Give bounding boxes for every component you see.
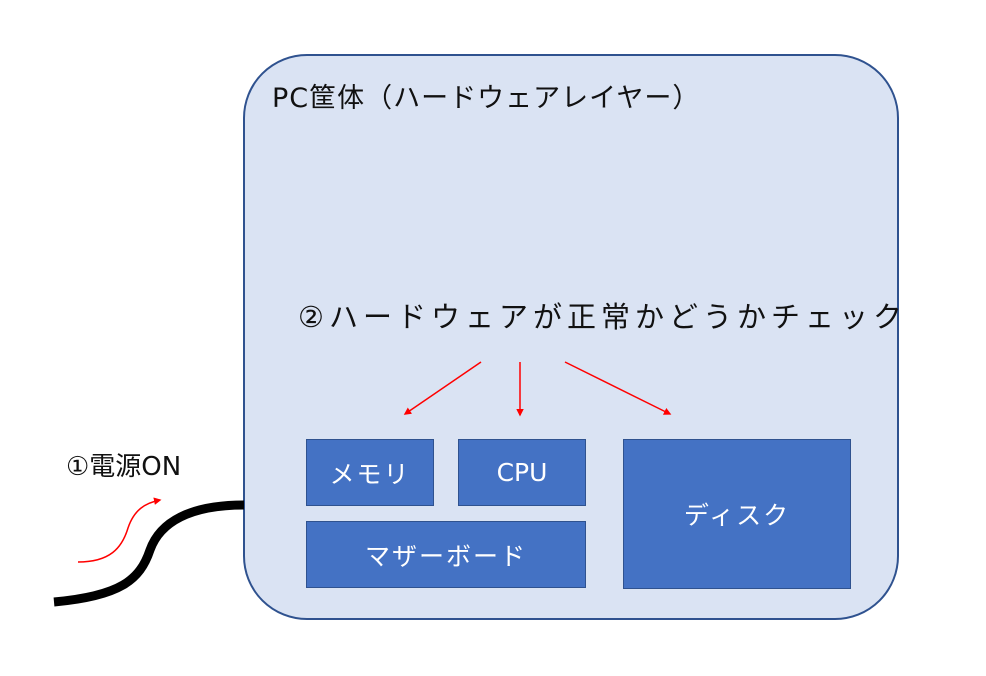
disk-box: ディスク bbox=[623, 439, 851, 589]
memory-box: メモリ bbox=[306, 439, 434, 506]
check-arrow-disk bbox=[564, 361, 672, 415]
power-on-arrow bbox=[77, 497, 162, 563]
hardware-check-label: ②ハードウェアが正常かどうかチェック bbox=[298, 300, 907, 334]
pc-case-title: PC筐体（ハードウェアレイヤー） bbox=[272, 83, 701, 114]
motherboard-box: マザーボード bbox=[306, 521, 586, 588]
cpu-box: CPU bbox=[458, 439, 586, 506]
power-cable bbox=[53, 500, 245, 607]
power-on-label: ①電源ON bbox=[66, 452, 182, 482]
check-arrow-memory bbox=[403, 361, 482, 415]
